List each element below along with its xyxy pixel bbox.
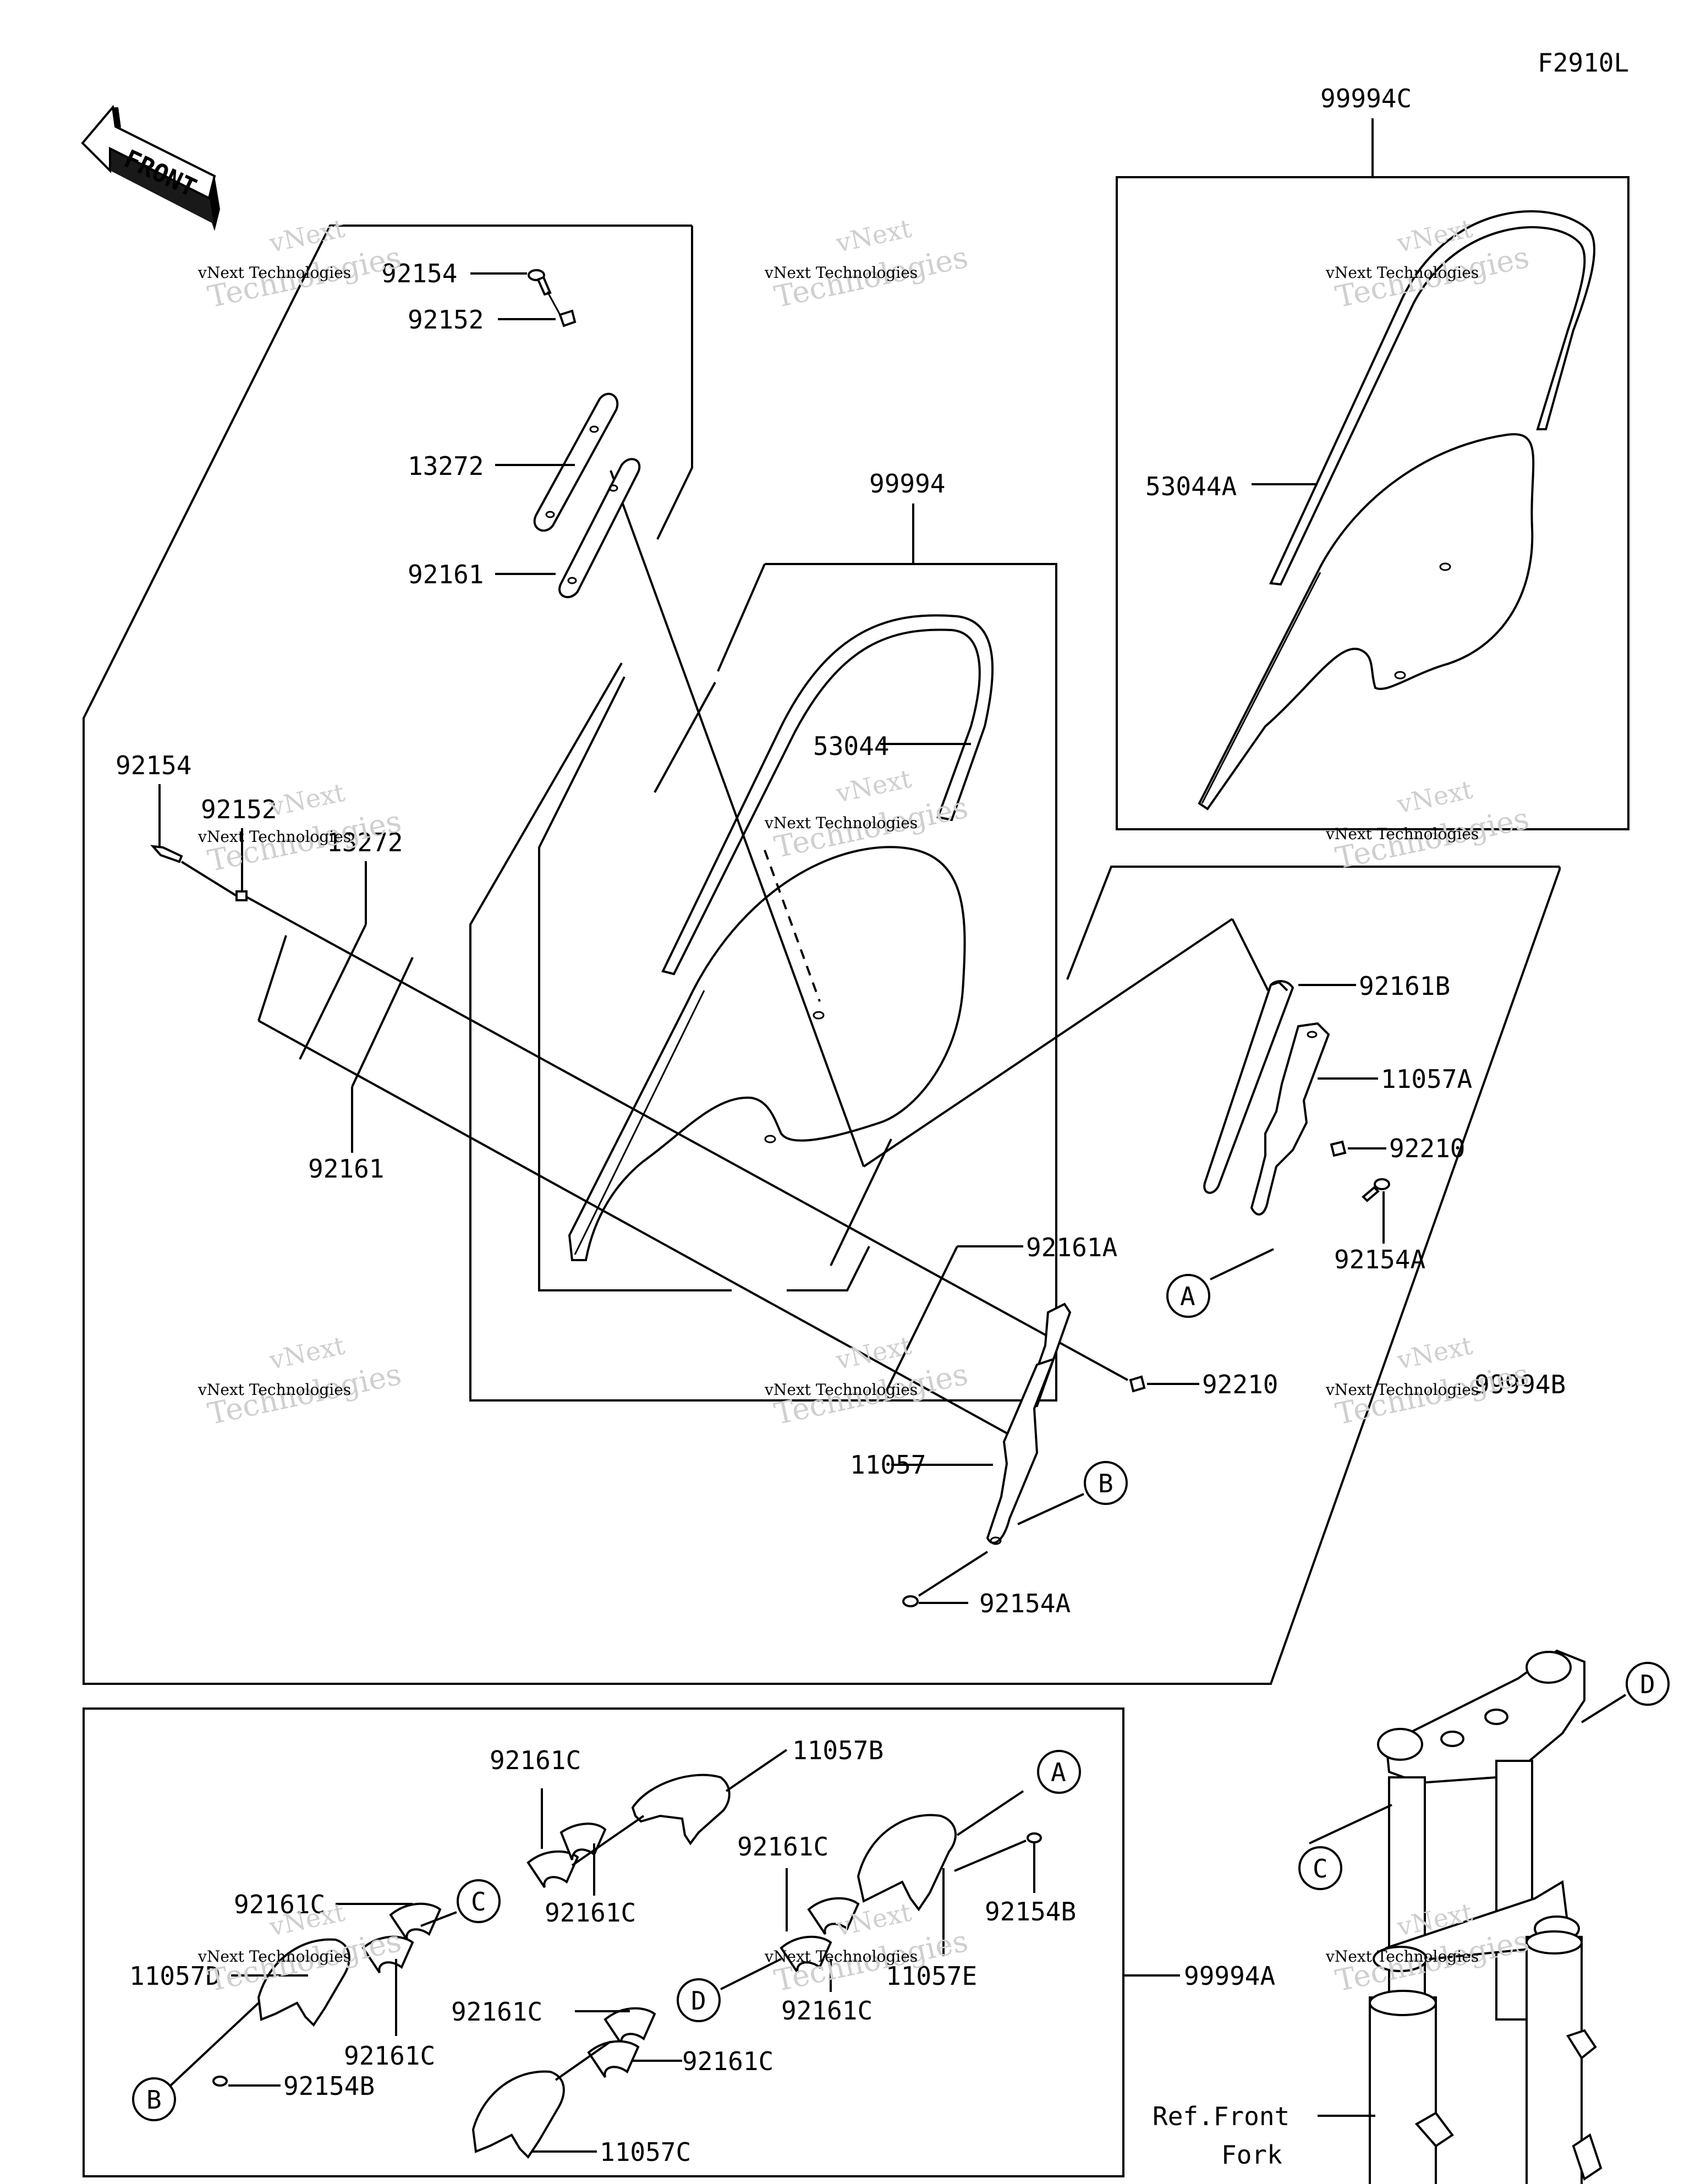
svg-text:D: D: [1640, 1670, 1655, 1699]
svg-text:D: D: [691, 1986, 706, 2016]
svg-text:vNext Technologies: vNext Technologies: [197, 1947, 351, 1966]
svg-text:vNext Technologies: vNext Technologies: [197, 264, 351, 282]
callout-d-lower: [677, 1978, 721, 2022]
front-direction-arrow: FRONT: [81, 105, 220, 231]
label-92210-mid: 92210: [1202, 1370, 1278, 1399]
label-92154-left: 92154: [116, 751, 191, 780]
svg-text:B: B: [1098, 1469, 1113, 1498]
callout-c-lower: [457, 1879, 501, 1923]
label-92152-left: 92152: [201, 795, 277, 824]
svg-text:vNext: vNext: [1394, 1330, 1475, 1375]
label-92161C-5: 92161C: [234, 1890, 325, 1919]
label-92154B-right: 92154B: [985, 1897, 1076, 1926]
svg-text:vNext: vNext: [833, 1330, 914, 1375]
svg-text:B: B: [146, 2085, 162, 2115]
kit-99994-outline: [469, 563, 1057, 1402]
trim-53044A: [1269, 210, 1596, 586]
ref-note-line2: Fork: [1221, 2140, 1282, 2170]
label-11057A: 11057A: [1381, 1064, 1472, 1094]
kit-99994B-label: 99994B: [1474, 1370, 1566, 1399]
label-92161A: 92161A: [1026, 1233, 1117, 1262]
label-92154B-left: 92154B: [283, 2071, 375, 2101]
label-13272-left: 13272: [327, 828, 403, 857]
label-92161C-3: 92161C: [737, 1832, 828, 1862]
svg-text:vNext Technologies: vNext Technologies: [1325, 1947, 1479, 1966]
callout-a-lower: [1037, 1750, 1081, 1794]
label-53044A: 53044A: [1145, 472, 1237, 501]
kit-99994-label: 99994: [869, 469, 945, 499]
svg-text:vNext: vNext: [833, 213, 914, 258]
svg-text:vNext Technologies: vNext Technologies: [764, 1947, 918, 1966]
label-92152-top: 92152: [408, 305, 484, 335]
callout-b-upper: [1084, 1461, 1128, 1505]
svg-text:vNext: vNext: [266, 777, 348, 822]
label-11057B: 11057B: [792, 1736, 884, 1765]
label-92161C-7: 92161C: [451, 1997, 542, 2027]
kit-99994C-label: 99994C: [1320, 84, 1412, 113]
left-hardware: 92154 92152 13272 92161: [116, 751, 1128, 1437]
kit-99994A-label: 99994A: [1184, 1961, 1275, 1991]
main-group-outline: [83, 225, 1561, 1685]
svg-text:vNext Technologies: vNext Technologies: [1325, 264, 1479, 282]
svg-text:vNext: vNext: [266, 1330, 348, 1375]
label-92161C-6: 92161C: [344, 2041, 435, 2071]
callout-d-fork: [1626, 1662, 1670, 1706]
svg-text:vNext Technologies: vNext Technologies: [1325, 825, 1479, 843]
svg-text:A: A: [1180, 1282, 1195, 1311]
label-92161C-4: 92161C: [781, 1996, 873, 2026]
svg-text:vNext Technologies: vNext Technologies: [764, 264, 918, 282]
svg-text:A: A: [1051, 1758, 1066, 1787]
kit-99994A-box: [83, 1707, 1124, 2177]
label-92161-top: 92161: [408, 560, 484, 589]
callout-a-upper: [1166, 1274, 1210, 1318]
trim-53044: [661, 614, 994, 976]
top-hardware: 92154 92152 13272 92161: [381, 259, 641, 599]
bracket-set-lower: 11057B 92161C 92161C A 92161C 92161C 110…: [129, 1736, 1081, 2167]
label-92154A-right: 92154A: [1334, 1245, 1425, 1274]
ref-note-line1: Ref.Front: [1153, 2101, 1290, 2131]
svg-text:vNext Technologies: vNext Technologies: [1325, 1381, 1479, 1399]
callout-c-fork: [1298, 1846, 1342, 1890]
label-92154A-bottom: 92154A: [979, 1589, 1071, 1618]
label-13272-top: 13272: [408, 451, 484, 481]
svg-text:C: C: [1313, 1854, 1328, 1884]
svg-text:vNext Technologies: vNext Technologies: [197, 828, 351, 846]
label-92161-left: 92161: [308, 1154, 384, 1184]
label-11057D: 11057D: [129, 1961, 221, 1991]
windscreen-53044A: [1198, 433, 1535, 811]
label-92161C-8: 92161C: [682, 2046, 773, 2076]
callout-b-lower: [132, 2077, 176, 2121]
label-53044: 53044: [813, 731, 889, 761]
label-92210-right: 92210: [1389, 1134, 1465, 1163]
label-92161C-2: 92161C: [545, 1898, 636, 1928]
label-11057E: 11057E: [886, 1961, 977, 1991]
label-92161C-1: 92161C: [490, 1745, 581, 1775]
svg-text:vNext: vNext: [266, 213, 348, 258]
label-11057C: 11057C: [600, 2137, 691, 2167]
figure-code: F2910L: [1538, 48, 1629, 78]
svg-text:C: C: [471, 1887, 486, 1917]
bracket-11057A-assembly: 92161B 11057A 92210 92154A A: [1166, 971, 1472, 1318]
windscreen-53044: [568, 846, 966, 1261]
front-fork-reference: D C Ref.Front Fork: [1153, 1649, 1670, 2184]
label-92161B: 92161B: [1359, 971, 1450, 1001]
bracket-11057-assembly: 92161A 11057 B 92210 92154A: [850, 1233, 1278, 1618]
label-92154-top: 92154: [381, 259, 457, 288]
label-11057: 11057: [850, 1450, 926, 1480]
svg-text:vNext Technologies: vNext Technologies: [197, 1381, 351, 1399]
svg-text:vNext Technologies: vNext Technologies: [764, 814, 918, 832]
svg-text:vNext Technologies: vNext Technologies: [764, 1381, 918, 1399]
svg-text:vNext: vNext: [833, 763, 914, 808]
svg-text:vNext: vNext: [1394, 774, 1475, 819]
